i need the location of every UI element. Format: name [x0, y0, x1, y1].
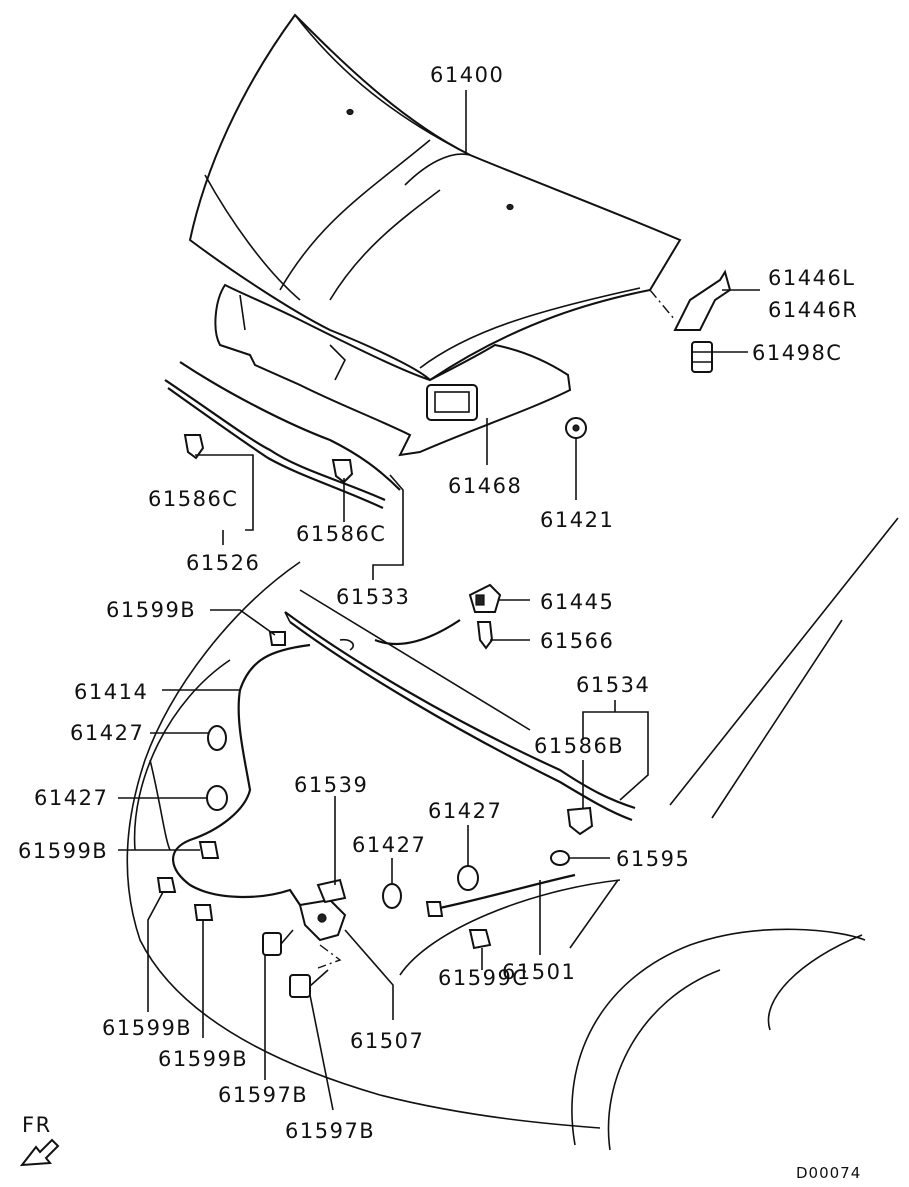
nut-61595 — [550, 850, 570, 866]
label-61597b-lower: 61597B — [285, 1119, 375, 1143]
label-61599b-middle: 61599B — [18, 839, 108, 863]
label-61445: 61445 — [540, 590, 614, 614]
release-handle-cable — [425, 873, 576, 917]
label-61427-lower-left: 61427 — [34, 786, 108, 810]
label-61501: 61501 — [502, 960, 576, 984]
label-61414: 61414 — [74, 680, 148, 704]
label-61599b-lower-left: 61599B — [102, 1016, 192, 1040]
part-labels: 61400 61446L 61446R 61498C 61468 61421 6… — [18, 63, 861, 1182]
label-61534: 61534 — [576, 673, 650, 697]
label-61427-upper-left: 61427 — [70, 721, 144, 745]
label-61599b-lower-right: 61599B — [158, 1047, 248, 1071]
hood-lock-latch — [298, 878, 347, 942]
label-61586b: 61586B — [534, 734, 624, 758]
car-body-outline — [126, 517, 899, 1151]
label-61427-right: 61427 — [428, 799, 502, 823]
leader-lines — [118, 90, 760, 1111]
hood-hinge — [649, 269, 732, 331]
label-61533: 61533 — [336, 585, 410, 609]
label-61446l: 61446L — [768, 266, 856, 290]
cowl-seal — [284, 611, 636, 822]
hood-release-cable — [172, 619, 461, 906]
hood-latch-striker — [468, 583, 502, 613]
hood-inner-frame — [214, 283, 572, 457]
label-61566: 61566 — [540, 629, 614, 653]
label-61507: 61507 — [350, 1029, 424, 1053]
clip-61586c — [183, 434, 354, 484]
label-61446r: 61446R — [768, 298, 858, 322]
label-61468: 61468 — [448, 474, 522, 498]
front-direction-label: FR — [22, 1113, 52, 1137]
latch-screw — [476, 621, 494, 650]
front-direction-arrow-icon — [19, 1138, 60, 1167]
diagram-code: D00074 — [796, 1164, 861, 1182]
grommets — [206, 725, 479, 909]
hood-panel — [188, 13, 682, 382]
label-61595: 61595 — [616, 847, 690, 871]
hinge-bolt — [691, 341, 713, 373]
label-61599c: 61599C — [438, 966, 528, 990]
latch-bolts — [262, 929, 329, 998]
label-61498c: 61498C — [752, 341, 842, 365]
label-61526: 61526 — [186, 551, 260, 575]
label-61400: 61400 — [430, 63, 504, 87]
label-61427-center: 61427 — [352, 833, 426, 857]
clip-61586b — [566, 806, 594, 836]
clips-61599b — [156, 631, 286, 921]
clip-61599c — [468, 929, 492, 950]
label-61599b-top: 61599B — [106, 598, 196, 622]
hood-bumper-stop — [565, 417, 587, 439]
label-61539: 61539 — [294, 773, 368, 797]
label-61586c-left: 61586C — [148, 487, 238, 511]
label-61586c-right: 61586C — [296, 522, 386, 546]
label-61421: 61421 — [540, 508, 614, 532]
label-61597b-upper: 61597B — [218, 1083, 308, 1107]
